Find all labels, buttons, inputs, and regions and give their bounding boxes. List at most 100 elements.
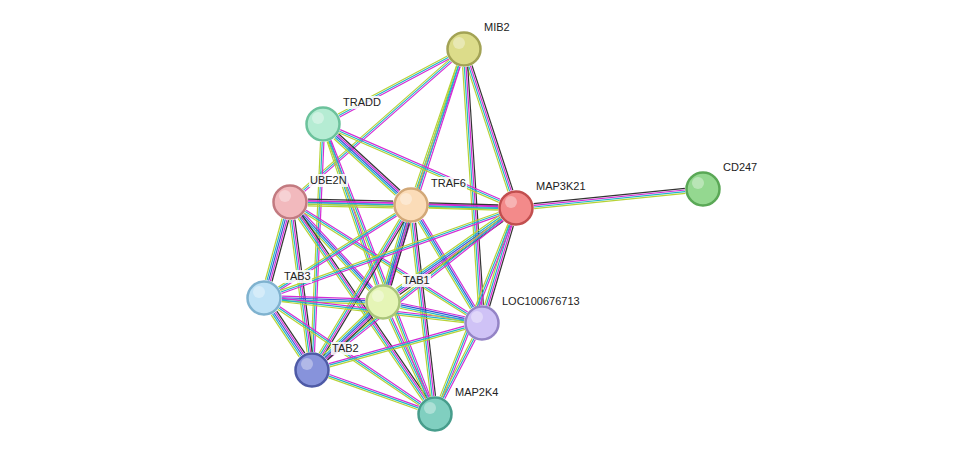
evidence-line [339, 57, 448, 115]
node-circle [498, 190, 534, 226]
interaction-edge [440, 224, 511, 398]
evidence-line [325, 314, 370, 357]
evidence-line [324, 313, 369, 356]
evidence-line [440, 224, 508, 396]
evidence-line [392, 318, 429, 397]
interaction-edge [325, 218, 503, 360]
node-circle [448, 33, 481, 66]
protein-node: CD247 [685, 171, 721, 207]
node-circle [246, 280, 282, 316]
node-label: UBE2N [309, 174, 348, 187]
protein-node: TAB3 [246, 280, 282, 316]
protein-node: UBE2N [272, 184, 308, 220]
interaction-edge [400, 303, 465, 322]
node-circle [446, 31, 482, 67]
evidence-line [534, 192, 685, 207]
evidence-line [329, 326, 464, 363]
protein-node: MIB2 [446, 31, 482, 67]
node-label: MIB2 [483, 21, 511, 34]
evidence-line [278, 310, 419, 406]
evidence-line [265, 218, 282, 279]
interaction-edge [329, 326, 465, 367]
interaction-edge [429, 203, 498, 210]
evidence-line [282, 216, 500, 294]
node-circle [307, 108, 340, 141]
protein-node: LOC100676713 [464, 305, 500, 341]
evidence-line [387, 66, 457, 285]
node-highlight [372, 290, 384, 302]
evidence-line [291, 220, 308, 352]
node-circle [367, 286, 400, 319]
node-label: TAB3 [283, 270, 312, 283]
evidence-line [429, 208, 498, 210]
node-highlight [453, 37, 465, 49]
node-circle [687, 173, 720, 206]
node-label: TRADD [342, 96, 382, 109]
node-circle [419, 398, 452, 431]
interaction-edge [467, 65, 513, 191]
node-circle [272, 184, 308, 220]
node-circle [417, 396, 453, 432]
node-circle [685, 171, 721, 207]
node-label: TAB2 [331, 342, 360, 355]
interaction-edge [278, 307, 421, 406]
evidence-line [323, 222, 403, 356]
node-label: LOC100676713 [501, 295, 581, 308]
evidence-line [443, 225, 511, 397]
node-highlight [400, 193, 412, 205]
node-circle [294, 352, 330, 388]
node-highlight [312, 112, 324, 124]
interaction-edge [338, 56, 449, 117]
evidence-line [534, 193, 685, 208]
evidence-line [279, 215, 396, 289]
node-circle [274, 186, 307, 219]
evidence-line [338, 56, 447, 114]
node-circle [464, 305, 500, 341]
protein-node: MAP2K4 [417, 396, 453, 432]
protein-node: MAP3K21 [498, 190, 534, 226]
node-circle [393, 187, 429, 223]
interaction-edge [389, 318, 429, 399]
node-circle [248, 282, 281, 315]
evidence-line [281, 214, 499, 292]
node-circle [365, 284, 401, 320]
node-label: TRAF6 [430, 177, 467, 190]
interaction-edge [323, 312, 373, 360]
evidence-line [329, 328, 464, 365]
protein-node: TAB1 [365, 284, 401, 320]
node-circle [305, 106, 341, 142]
evidence-line [326, 219, 502, 359]
evidence-line [442, 225, 510, 397]
node-label: MAP2K4 [454, 386, 499, 399]
node-label: MAP3K21 [535, 180, 587, 193]
evidence-line [280, 307, 421, 403]
evidence-line [279, 308, 420, 404]
protein-node: TAB2 [294, 352, 330, 388]
evidence-line [400, 308, 464, 322]
evidence-line [275, 312, 303, 354]
evidence-line [391, 318, 428, 397]
evidence-line [277, 311, 305, 353]
evidence-line [397, 217, 501, 290]
interaction-edge [271, 311, 305, 357]
node-highlight [301, 358, 313, 370]
node-circle [296, 354, 329, 387]
interaction-edge [280, 212, 499, 293]
evidence-line [340, 130, 500, 200]
node-highlight [253, 286, 265, 298]
node-highlight [505, 196, 517, 208]
evidence-line [328, 378, 417, 410]
node-circle [466, 307, 499, 340]
protein-node: TRAF6 [393, 187, 429, 223]
interaction-edge [328, 374, 418, 409]
node-highlight [471, 311, 483, 323]
evidence-line [330, 329, 465, 366]
evidence-line [267, 219, 284, 280]
evidence-line [280, 212, 498, 290]
interaction-edge [319, 219, 404, 356]
evidence-line [326, 316, 371, 359]
node-label: TAB1 [402, 274, 431, 287]
interaction-edge [278, 213, 396, 290]
node-circle [500, 192, 533, 225]
